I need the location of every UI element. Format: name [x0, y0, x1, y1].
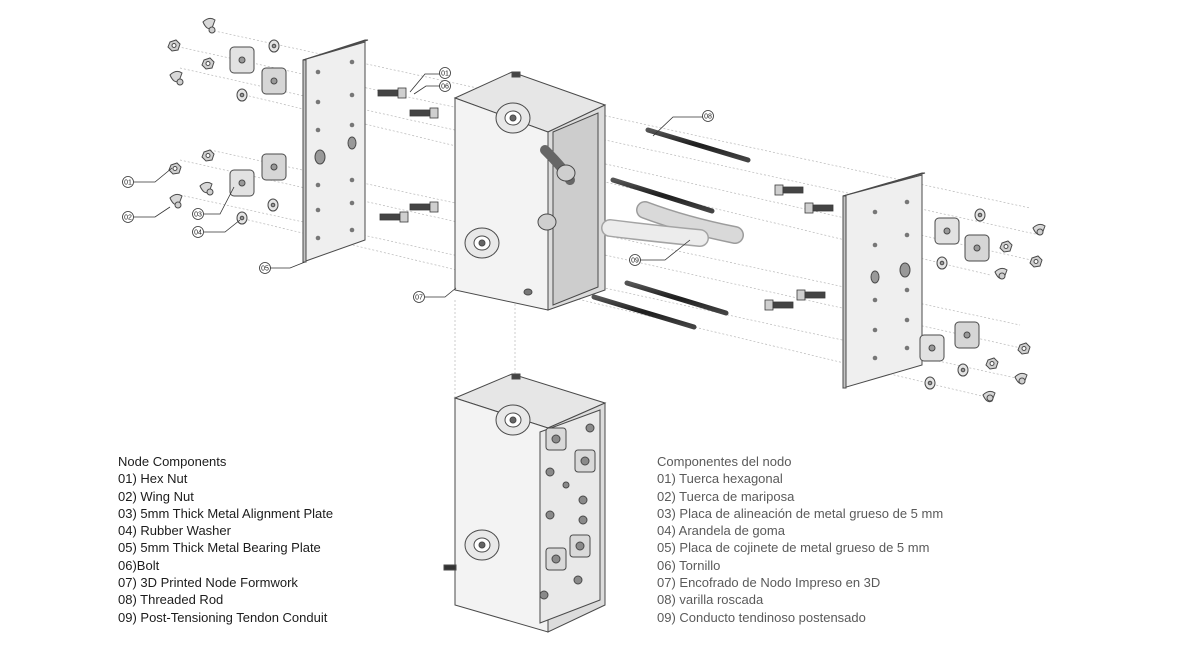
- legend-item: 06)Bolt: [118, 557, 160, 573]
- legend-title: Node Components: [118, 454, 227, 469]
- alignment-plate-icon: [261, 67, 287, 95]
- callout-label: 04: [194, 230, 202, 237]
- alignment-plate-icon: [229, 46, 255, 74]
- hex-nut-icon: [201, 149, 215, 162]
- conduit-port-icon: [495, 102, 531, 134]
- threaded-rod-icon: [610, 177, 715, 214]
- rubber-washer-icon: [236, 88, 248, 102]
- legend-item: 09) Post-Tensioning Tendon Conduit: [118, 609, 328, 625]
- alignment-plate-icon: [229, 169, 255, 197]
- wing-nut-icon: [199, 181, 214, 196]
- callout-label: 02: [124, 215, 132, 222]
- right-hardware: [919, 208, 1046, 403]
- wing-nut-icon: [202, 17, 216, 34]
- right-bearing-plate: [842, 172, 926, 389]
- legend-item: 03) 5mm Thick Metal Alignment Plate: [118, 505, 334, 521]
- threaded-rod-icon: [645, 127, 751, 163]
- legend-english: Node Components 01) Hex Nut 02) Wing Nut…: [118, 453, 333, 626]
- legend-item: 08) Threaded Rod: [118, 592, 224, 608]
- printed-node-formwork: [453, 71, 607, 311]
- legend-item: 04) Arandela de goma: [657, 523, 785, 539]
- hex-nut-icon: [167, 39, 181, 52]
- callout-label: 05: [261, 266, 269, 273]
- rubber-washer-icon: [267, 198, 279, 212]
- legend-item: 09) Conducto tendinoso postensado: [657, 609, 866, 625]
- legend-item: 04) Rubber Washer: [118, 523, 231, 539]
- assembled-node: [443, 373, 607, 633]
- callout-label: 09: [631, 258, 639, 265]
- bolt-icon: [796, 289, 826, 301]
- bolt-icon: [377, 87, 407, 99]
- wing-nut-icon: [1032, 223, 1046, 236]
- rubber-washer-icon: [268, 39, 280, 53]
- left-hardware: [167, 17, 287, 225]
- alignment-plate-icon: [954, 321, 980, 349]
- hex-nut-icon: [1017, 342, 1031, 355]
- legend-item: 05) Placa de cojinete de metal grueso de…: [657, 540, 930, 556]
- callout-label: 08: [704, 114, 712, 121]
- wing-nut-icon: [994, 267, 1008, 280]
- rubber-washer-icon: [924, 376, 936, 390]
- callout-bubbles: 01 06 08 01 02 03 04 05 09 07: [122, 67, 714, 303]
- rubber-washer-icon: [957, 363, 969, 377]
- hex-nut-icon: [999, 240, 1013, 253]
- legend-item: 01) Tuerca hexagonal: [657, 471, 783, 487]
- alignment-plate-icon: [261, 153, 287, 181]
- callout-label: 07: [415, 295, 423, 302]
- bolt-icon: [774, 184, 804, 196]
- legend-item: 01) Hex Nut: [118, 471, 188, 487]
- threaded-rod-icon: [591, 294, 697, 330]
- wing-nut-icon: [982, 390, 996, 403]
- conduit-port-icon: [464, 529, 500, 561]
- legend-item: 06) Tornillo: [657, 557, 721, 573]
- tendon-conduits: [601, 201, 744, 247]
- bolt-icon: [804, 202, 834, 214]
- rubber-washer-icon: [236, 211, 248, 225]
- bolt-icon: [764, 299, 794, 311]
- threaded-rod-icon: [624, 280, 729, 316]
- wing-nut-icon: [169, 70, 184, 86]
- bolt-icon: [409, 107, 439, 119]
- callout-label: 06: [441, 84, 449, 91]
- wing-nut-icon: [1014, 372, 1028, 385]
- callouts: [134, 73, 703, 298]
- conduit-port-icon: [464, 227, 500, 259]
- hex-nut-icon: [985, 357, 999, 370]
- hex-nut-icon: [201, 57, 215, 70]
- wing-nut-icon: [169, 193, 183, 209]
- conduit-port-icon: [495, 404, 531, 436]
- alignment-plate-icon: [919, 334, 945, 362]
- callout-label: 03: [194, 212, 202, 219]
- hex-nut-icon: [1029, 255, 1043, 268]
- rubber-washer-icon: [974, 208, 986, 222]
- legend-item: 02) Tuerca de mariposa: [657, 488, 795, 504]
- legend-item: 08) varilla roscada: [657, 592, 764, 608]
- legend-item: 02) Wing Nut: [118, 488, 194, 504]
- threaded-rods: [591, 127, 751, 330]
- legend-title: Componentes del nodo: [657, 454, 792, 469]
- legend-item: 07) Encofrado de Nodo Impreso en 3D: [657, 575, 881, 591]
- bolts-right: [764, 184, 834, 311]
- legend-item: 05) 5mm Thick Metal Bearing Plate: [118, 540, 321, 556]
- callout-label: 01: [124, 180, 132, 187]
- bolt-icon: [379, 211, 409, 223]
- alignment-plate-icon: [964, 234, 990, 262]
- bolts-left: [377, 87, 439, 223]
- legend-spanish: Componentes del nodo 01) Tuerca hexagona…: [657, 453, 943, 626]
- rubber-washer-icon: [936, 256, 948, 270]
- legend-item: 07) 3D Printed Node Formwork: [118, 575, 298, 591]
- bolt-icon: [409, 201, 439, 213]
- legend-item: 03) Placa de alineación de metal grueso …: [657, 505, 944, 521]
- alignment-plate-icon: [934, 217, 960, 245]
- left-bearing-plate: [302, 39, 369, 263]
- callout-label: 01: [441, 71, 449, 78]
